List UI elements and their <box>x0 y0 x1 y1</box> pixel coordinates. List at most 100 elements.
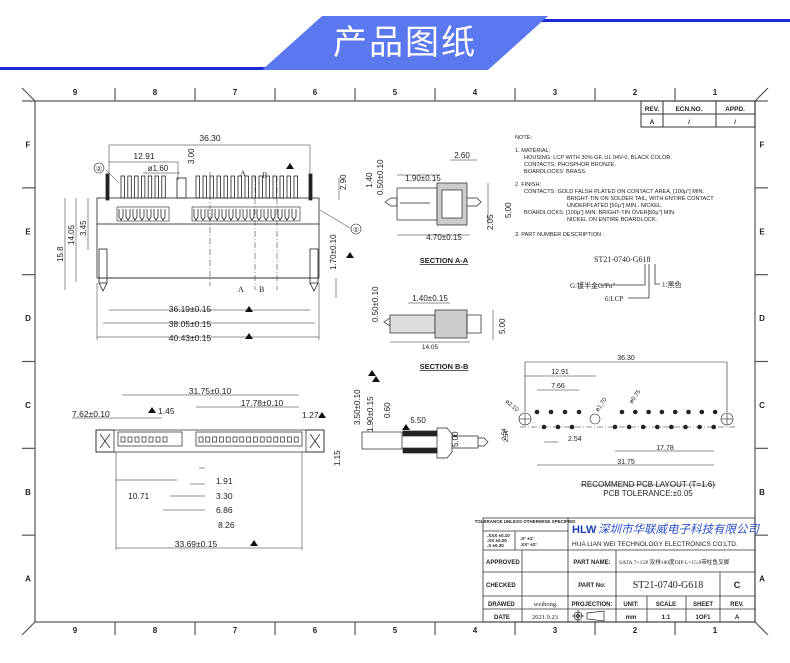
section-mark-a-top: A <box>240 169 246 178</box>
dim-5-00-aa: 5.00 <box>504 202 513 218</box>
projection-label: PROJECTION: <box>571 602 612 608</box>
pin <box>134 175 139 199</box>
pin <box>147 175 153 199</box>
frame-column-label: 7 <box>233 88 238 97</box>
rev-header: REV. <box>645 106 660 113</box>
frame-row-label: B <box>759 488 765 497</box>
pin-pad <box>148 436 154 443</box>
pcb-dim-17-78: 17.78 <box>656 445 674 452</box>
pin-pad <box>293 436 299 443</box>
dim-12-91: 12.91 <box>133 151 155 161</box>
side-view <box>361 427 489 459</box>
note-line: 1. MATERIAL: <box>515 148 551 154</box>
side-view-labels: 3.50±0.10 1.90±0.15 0.60 5.50 5.00 2.54 <box>353 389 510 447</box>
notes-title: NOTE: <box>515 135 533 141</box>
pcb-hole <box>659 409 665 415</box>
part-no-value: ST21-0740-G618 <box>633 580 704 591</box>
pin <box>230 175 235 199</box>
company-name-en: HUA LIAN WEI TECHNOLOGY ELECTRONICS CO;L… <box>572 541 738 548</box>
pin <box>195 175 200 199</box>
contact <box>153 209 159 221</box>
date-label: DATE <box>494 615 510 621</box>
part-code: ST21-0740-G618 <box>594 255 650 264</box>
approved-label: APPROVED <box>486 560 520 566</box>
pcb-hole <box>669 424 674 430</box>
frame-column-label: 5 <box>393 88 398 97</box>
dim-1-90-side: 1.90±0.15 <box>366 396 375 432</box>
pcb-dim-2-54-vert: 2.54 <box>502 428 508 440</box>
pin-pad <box>266 436 272 443</box>
boardlock <box>105 173 110 201</box>
frame-column-label: 4 <box>473 626 478 635</box>
pcb-dim-dia-2-10: ø2.10 <box>504 399 520 414</box>
pcb-hole <box>697 424 702 430</box>
section-a-a <box>384 159 489 236</box>
dim-3-30: 3.30 <box>216 491 233 501</box>
pin <box>251 175 256 199</box>
pcb-hole <box>646 409 651 415</box>
contact <box>132 209 138 221</box>
dim-2-90: 2.90 <box>339 174 348 190</box>
dim-36-19: 36.19±0.15 <box>169 304 212 314</box>
dim-2-60: 2.60 <box>454 151 470 160</box>
pin <box>237 175 242 199</box>
dim-17-78: 17.78±0.10 <box>241 398 284 408</box>
frame-column-label: 8 <box>153 626 158 635</box>
projection-symbol-icon <box>572 610 605 622</box>
contact <box>139 209 145 221</box>
pcb-hole <box>534 409 540 415</box>
pcb-hole <box>699 409 705 415</box>
tolerance-x: .X ±0.30 <box>487 543 504 548</box>
pin <box>265 175 270 199</box>
frame-column-label: 7 <box>233 626 238 635</box>
section-a-a-labels: 1.40 0.50±0.10 2.60 1.90±0.15 5.00 2.05 … <box>365 151 513 265</box>
revision-table: REV. ECN.NO. APPD. A / / <box>640 100 756 128</box>
pin-pad <box>273 436 279 443</box>
dim-31-75: 31.75±0.10 <box>189 386 232 396</box>
section-b-b-labels: 0.50±0.10 1.40±0.15 5.00 14.05 SECTION B… <box>371 286 507 371</box>
dim-5-00-bb: 5.00 <box>498 318 507 334</box>
frame-row-label: E <box>25 227 31 236</box>
note-line: BOARDLOCKS: [100μ"] MIN. BRIGHT-TIN OVER… <box>524 210 676 216</box>
dim-40-43: 40.43±0.15 <box>169 333 212 343</box>
pcb-tolerance: PCB TOLERANCE:±0.05 <box>603 489 693 498</box>
contact <box>249 209 255 221</box>
note-line: NICKEL ON ENTIRE BOARDLOCK. <box>567 217 658 223</box>
frame-column-label: 6 <box>313 88 318 97</box>
dim-6-86: 6.86 <box>216 505 233 515</box>
pcb-hole <box>632 409 638 415</box>
dim-dia-1-60: ø1.60 <box>148 164 169 173</box>
pin <box>209 175 214 199</box>
pin-pad <box>212 436 217 443</box>
pin-pad <box>155 436 161 443</box>
pin-pad <box>198 436 204 443</box>
section-a-a-title: SECTION A-A <box>420 256 469 265</box>
section-mark-b-top: B <box>262 171 267 180</box>
front-view <box>64 144 362 340</box>
contact <box>214 209 220 221</box>
pin-pad <box>205 436 211 443</box>
pcb-layout-labels: 36.30 12.91 7.66 ø2.10 ø1.70 ø0.75 2.54 … <box>502 355 715 498</box>
pcb-dim-dia-1-70: ø1.70 <box>595 397 609 414</box>
pin <box>120 175 125 199</box>
dim-15-8: 15.8 <box>56 246 65 262</box>
pcb-hole <box>672 409 678 415</box>
frame-column-label: 1 <box>713 626 718 635</box>
appd-header: APPD. <box>725 106 745 113</box>
dim-1-45: 1.45 <box>158 406 175 416</box>
frame-column-label: 8 <box>153 88 158 97</box>
rev-letter: C <box>734 580 741 590</box>
note-line: 3. PART NUMBER DESCRIPTION : <box>515 232 605 238</box>
callout-2: ② <box>96 165 102 173</box>
company-name-cn: 深圳市华联威电子科技有限公司 <box>598 522 760 536</box>
frame-column-label: 3 <box>553 626 558 635</box>
frame-column-label: 3 <box>553 88 558 97</box>
ecn-header: ECN.NO. <box>675 106 702 113</box>
pin-pad <box>134 436 140 443</box>
pin <box>286 175 291 199</box>
company-logo: HLW <box>572 524 597 536</box>
power-block <box>195 431 303 447</box>
dim-14-05-bb: 14.05 <box>422 344 439 351</box>
contact <box>270 209 276 221</box>
date-value: 2021.9.23 <box>532 614 558 621</box>
